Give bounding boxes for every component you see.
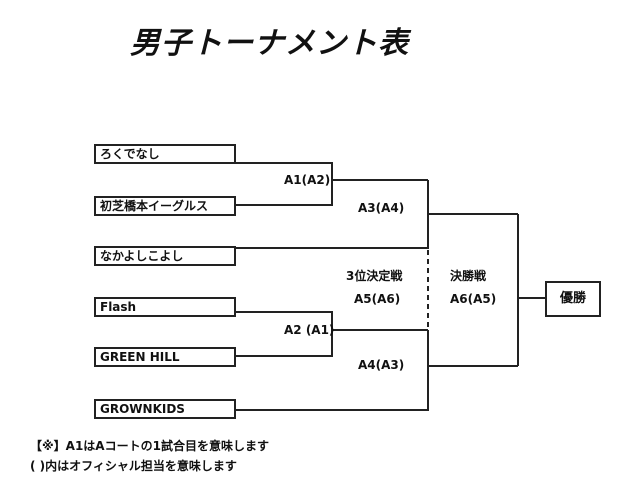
final-title: 決勝戦 [450, 269, 487, 283]
final-code: A6(A5) [450, 292, 497, 306]
page-title: 男子トーナメント表 [130, 26, 409, 61]
team-1: ろくでなし [94, 144, 236, 164]
team-6: GROWNKIDS [94, 399, 236, 419]
team-4: Flash [94, 297, 236, 317]
third-place-title: 3位決定戦 [346, 269, 403, 283]
team-2: 初芝橋本イーグルス [94, 196, 236, 216]
match-a2-label: A2 (A1) [284, 323, 335, 337]
match-a1-label: A1(A2) [284, 173, 331, 187]
match-a4-label: A4(A3) [358, 358, 405, 372]
note-line-2: ( )内はオフィシャル担当を意味します [30, 459, 237, 473]
champion-box: 優勝 [545, 281, 601, 317]
note-line-1: 【※】A1はAコートの1試合目を意味します [30, 439, 269, 453]
team-3: なかよしこよし [94, 246, 236, 266]
match-a3-label: A3(A4) [358, 201, 405, 215]
team-5: GREEN HILL [94, 347, 236, 367]
third-place-code: A5(A6) [354, 292, 401, 306]
